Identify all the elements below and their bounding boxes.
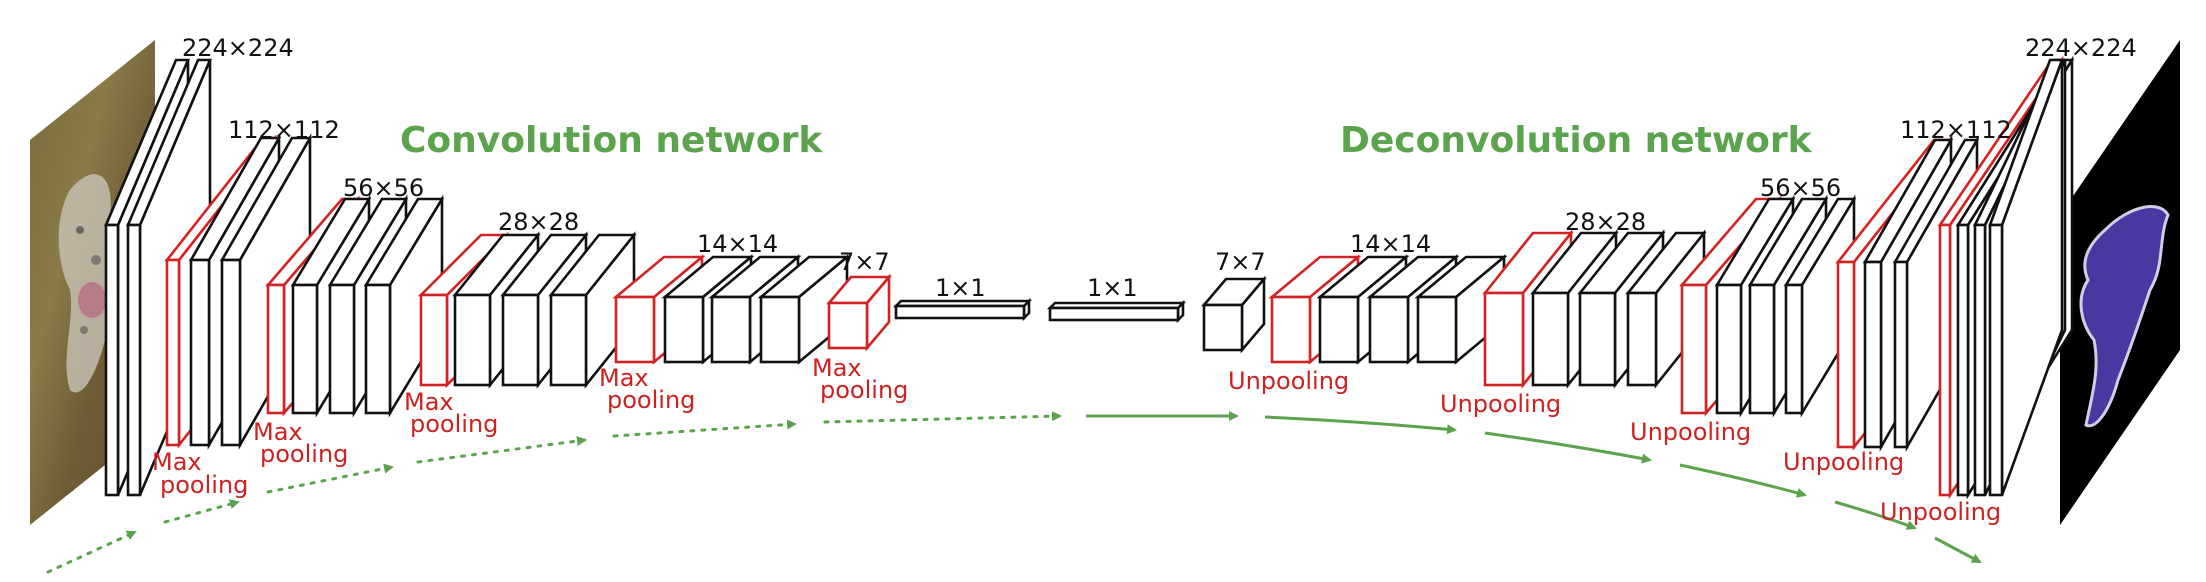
output-image — [2060, 40, 2180, 525]
layer-conv-28-3 — [548, 231, 637, 389]
layer-deconv-224-3 — [1988, 58, 2064, 497]
dim-label-56-encoder: 56×56 — [343, 174, 424, 202]
unpooling-label-5: Unpooling — [1880, 498, 2001, 526]
max-label-2: Max — [253, 418, 303, 446]
layer-fc-1x1-2 — [1046, 299, 1187, 324]
flow-arrows — [46, 411, 1982, 574]
dim-label-56-decoder: 56×56 — [1760, 174, 1841, 202]
layer-blocks — [104, 55, 2075, 500]
dim-label-112-decoder: 112×112 — [1900, 116, 2012, 144]
arrow-4 — [416, 436, 587, 464]
dim-label-7-decoder: 7×7 — [1215, 248, 1266, 276]
max-label-5: Max — [812, 354, 862, 382]
layer-conv-14-3 — [757, 254, 851, 365]
dim-label-28-encoder: 28×28 — [498, 208, 579, 236]
deconvolution-network-title: Deconvolution network — [1340, 120, 1813, 161]
max-label-1: Max — [152, 448, 202, 476]
pooling-label-2: pooling — [260, 440, 348, 468]
layer-pool-7 — [826, 273, 892, 352]
max-label-3: Max — [404, 388, 454, 416]
arrow-2 — [163, 499, 240, 524]
arrow-10 — [1679, 463, 1807, 498]
arrow-5 — [612, 419, 797, 438]
dim-label-14-decoder: 14×14 — [1350, 230, 1431, 258]
dim-label-224-output: 224×224 — [2025, 34, 2137, 62]
dim-label-112-encoder: 112×112 — [228, 116, 340, 144]
layer-fc-1x1-1 — [892, 297, 1033, 322]
unpooling-label-2: Unpooling — [1440, 390, 1561, 418]
layer-deconv-14-3 — [1414, 254, 1508, 365]
dim-label-7-encoder: 7×7 — [839, 248, 890, 276]
arrow-8 — [1264, 415, 1457, 435]
max-label-4: Max — [599, 364, 649, 392]
dim-label-1-fc2: 1×1 — [1087, 274, 1138, 302]
pooling-label-5: pooling — [820, 376, 908, 404]
arrow-3 — [266, 463, 394, 494]
arrow-1 — [46, 530, 137, 574]
pooling-label-4: pooling — [607, 386, 695, 414]
arrow-12 — [1934, 536, 1982, 564]
arrow-6 — [823, 411, 1062, 424]
dim-label-1-fc1: 1×1 — [935, 274, 986, 302]
unpooling-label-4: Unpooling — [1783, 448, 1904, 476]
arrow-11 — [1834, 500, 1917, 530]
layer-deconv-28-3 — [1625, 229, 1707, 389]
dim-label-28-decoder: 28×28 — [1565, 208, 1646, 236]
unpooling-label-1: Unpooling — [1228, 367, 1349, 395]
arrow-9 — [1484, 431, 1652, 464]
layer-conv-56-3 — [363, 194, 445, 418]
layer-deconv-7 — [1201, 275, 1267, 354]
pooling-label-3: pooling — [410, 410, 498, 438]
pooling-label-1: pooling — [160, 471, 248, 499]
unpooling-label-3: Unpooling — [1630, 418, 1751, 446]
dim-label-224-input: 224×224 — [182, 34, 294, 62]
convolution-network-title: Convolution network — [400, 120, 823, 161]
dim-label-14-encoder: 14×14 — [697, 230, 778, 258]
